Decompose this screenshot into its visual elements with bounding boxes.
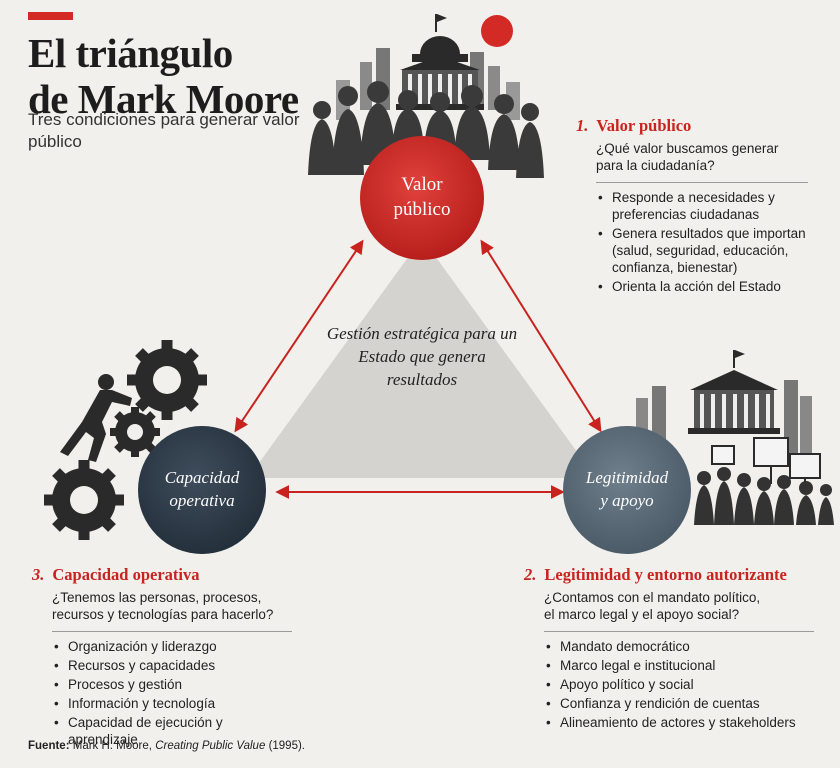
panel-legitimidad-number: 2. (524, 565, 537, 584)
list-item: Confianza y rendición de cuentas (544, 695, 814, 712)
panel-legitimidad: 2. Legitimidad y entorno autorizante ¿Co… (524, 565, 814, 733)
panel-legitimidad-divider (544, 631, 814, 632)
panel-valor-divider (596, 182, 808, 183)
accent-bar (28, 12, 73, 20)
list-item: Recursos y capacidades (52, 657, 292, 674)
node-legitimidad-label: Legitimidad y apoyo (563, 466, 691, 512)
panel-legitimidad-heading: 2. Legitimidad y entorno autorizante (524, 565, 814, 585)
gears-worker-illustration (44, 340, 207, 540)
list-item: Responde a necesidades y preferencias ci… (596, 189, 808, 223)
sun-icon (481, 15, 513, 47)
panel-capacidad-number: 3. (32, 565, 45, 584)
list-item: Apoyo político y social (544, 676, 814, 693)
panel-capacidad-list: Organización y liderazgo Recursos y capa… (52, 638, 292, 748)
source-work: Creating Public Value (155, 740, 266, 752)
list-item: Alineamiento de actores y stakeholders (544, 714, 814, 731)
worker-icon (60, 374, 132, 462)
title-line-2: de Mark Moore (28, 76, 299, 122)
node-legitimidad-line-1: Legitimidad (585, 468, 669, 487)
list-item: Genera resultados que importan (salud, s… (596, 225, 808, 276)
panel-valor-number: 1. (576, 116, 589, 135)
center-text: Gestión estratégica para un Estado que g… (326, 324, 518, 389)
node-valor-line-1: Valor (401, 174, 443, 195)
list-item: Procesos y gestión (52, 676, 292, 693)
panel-capacidad-divider (52, 631, 292, 632)
panel-valor-heading: 1. Valor público (576, 116, 808, 136)
panel-capacidad-heading: 3. Capacidad operativa (32, 565, 292, 585)
panel-legitimidad-title: Legitimidad y entorno autorizante (544, 565, 787, 584)
panel-capacidad: 3. Capacidad operativa ¿Tenemos las pers… (32, 565, 292, 750)
title-line-1: El triángulo (28, 30, 233, 76)
node-legitimidad-apoyo (563, 426, 691, 554)
list-item: Capacidad de ejecución y aprendizaje (52, 714, 292, 748)
list-item: Marco legal e institucional (544, 657, 814, 674)
list-item: Información y tecnología (52, 695, 292, 712)
list-item: Organización y liderazgo (52, 638, 292, 655)
panel-capacidad-title: Capacidad operativa (52, 565, 200, 584)
node-capacidad-line-2: operativa (169, 491, 235, 510)
list-item: Mandato democrático (544, 638, 814, 655)
node-valor-publico (360, 136, 484, 260)
source-author: Mark H. Moore, (72, 740, 152, 752)
arrow-valor-legitimidad (480, 239, 602, 433)
page-title: El triángulo de Mark Moore (28, 30, 328, 122)
arrow-valor-capacidad (234, 239, 364, 433)
panel-valor-question: ¿Qué valor buscamos generar para la ciud… (596, 141, 779, 173)
page-subtitle: Tres condiciones para generar valor públ… (28, 110, 300, 151)
panel-legitimidad-list: Mandato democrático Marco legal e instit… (544, 638, 814, 731)
list-item: Orienta la acción del Estado (596, 278, 808, 295)
node-legitimidad-line-2: y apoyo (600, 491, 654, 510)
node-valor-line-2: público (393, 199, 451, 220)
panel-valor-publico: 1. Valor público ¿Qué valor buscamos gen… (576, 116, 808, 297)
node-capacidad-line-1: Capacidad (164, 468, 240, 487)
node-capacidad-operativa (138, 426, 266, 554)
panel-legitimidad-question: ¿Contamos con el mandato político, el ma… (544, 590, 761, 622)
panel-valor-title: Valor público (596, 116, 692, 135)
gear-icon (44, 460, 124, 540)
node-capacidad-label: Capacidad operativa (138, 466, 266, 512)
panel-valor-list: Responde a necesidades y preferencias ci… (596, 189, 808, 295)
source-year: (1995). (268, 740, 305, 752)
source-label: Fuente: (28, 740, 70, 752)
node-valor-label: Valor público (362, 172, 482, 222)
panel-capacidad-question: ¿Tenemos las personas, procesos, recurso… (52, 590, 274, 622)
gear-icon (127, 340, 207, 420)
gear-icon (110, 407, 160, 457)
source-citation: Fuente: Mark H. Moore, Creating Public V… (28, 740, 305, 752)
